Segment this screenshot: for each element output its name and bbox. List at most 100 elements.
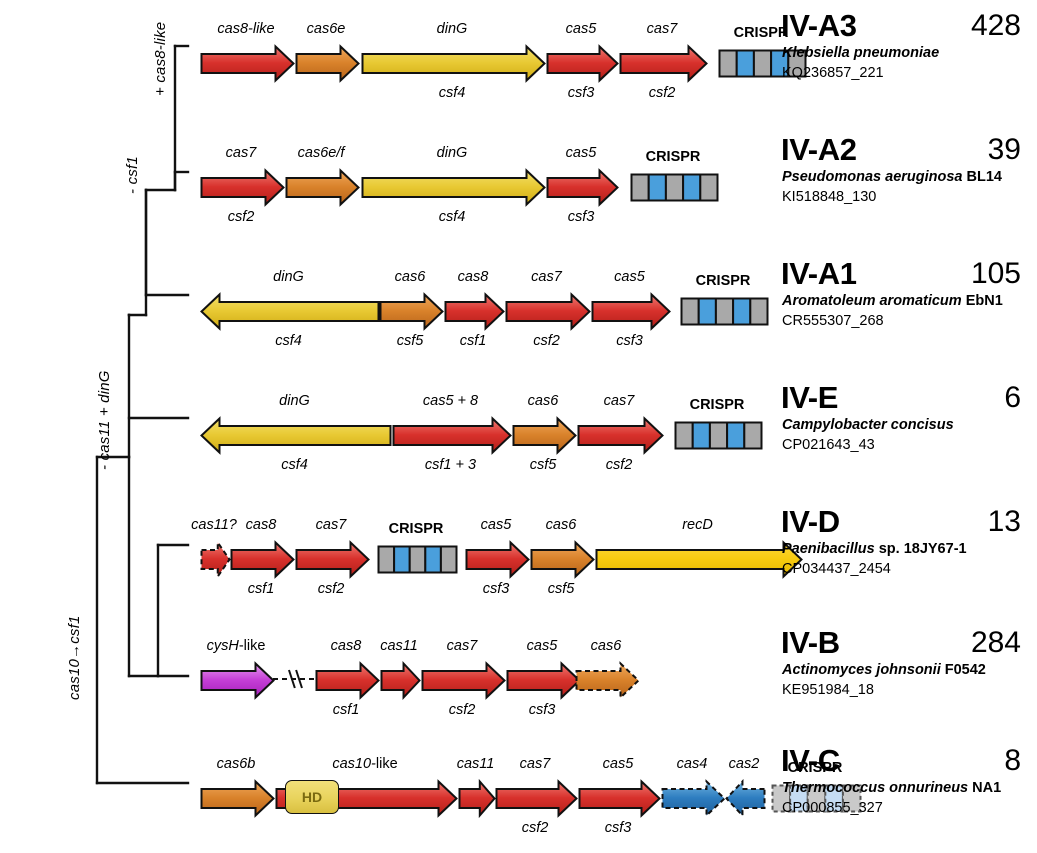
subtype-count: 105 [970, 257, 1021, 290]
hd-domain-box: HD [285, 780, 339, 814]
gene-label-bottom: csf4 [438, 209, 466, 225]
gene-arrow-cas7 [421, 661, 506, 700]
gene-label-bottom: csf1 [459, 333, 487, 349]
gene-arrow-cas7 [577, 416, 664, 455]
gene-label-top: cas5 + 8 [422, 393, 479, 409]
gene-arrow-cas8 [444, 292, 505, 331]
gene-arrow-cas8-like [200, 44, 295, 83]
gene-label-top: cas7 [446, 638, 478, 654]
gene-label-bottom: csf3 [528, 702, 556, 718]
subtype-name: IV-A2 [781, 132, 857, 167]
gene-label-top: dinG [279, 393, 310, 409]
gene-arrow-cas11- [200, 539, 231, 580]
gene-arrow-cas5 [546, 168, 619, 207]
subtype-name: IV-A1 [781, 256, 857, 291]
gene-arrow-cas5 [465, 540, 530, 579]
gene-arrow-cas6 [512, 416, 577, 455]
gene-label-top: cas7 [225, 145, 257, 161]
gene-arrow-cas5 [506, 661, 581, 700]
gene-label-bottom: csf1 [332, 702, 360, 718]
gene-arrow-cas8 [230, 540, 295, 579]
gene-label-top: cas7 [315, 517, 347, 533]
gene-label-top: cas11 [456, 756, 495, 772]
organism-name: Aromatoleum aromaticum EbN1 [782, 293, 1003, 309]
gene-arrow-cas7 [619, 44, 708, 83]
gene-arrow-ding [200, 416, 392, 455]
gene-label-bottom: csf1 + 3 [424, 457, 477, 473]
accession-id: CP034437_2454 [782, 561, 891, 577]
gene-label-top: cas6 [590, 638, 622, 654]
gene-label-top: cas7 [603, 393, 635, 409]
gene-arrow-cas4 [661, 779, 726, 818]
gene-label-top: cas4 [676, 756, 708, 772]
crispr-array [377, 545, 458, 574]
crispr-array [674, 421, 763, 450]
accession-id: CR555307_268 [782, 313, 884, 329]
gene-label-top: cas10-like [332, 756, 398, 772]
gene-label-top: cas7 [646, 21, 678, 37]
subtype-count: 39 [987, 133, 1021, 166]
accession-id: KQ236857_221 [782, 65, 884, 81]
gene-label-bottom: csf4 [438, 85, 466, 101]
gene-label-top: cas5 [526, 638, 558, 654]
gene-label-top: cas6e [306, 21, 346, 37]
gene-arrow-cas7 [495, 779, 578, 818]
accession-id: KE951984_18 [782, 682, 874, 698]
gene-arrow-cas5 [546, 44, 619, 83]
gene-arrow-cas7 [200, 168, 285, 207]
gene-label-top: dinG [273, 269, 304, 285]
gene-label-bottom: csf5 [396, 333, 424, 349]
gene-arrow-cas6 [575, 661, 640, 700]
gene-label-top: cas8 [330, 638, 362, 654]
subtype-name: IV-B [781, 625, 840, 660]
gene-label-top: cas6e/f [297, 145, 345, 161]
gene-arrow-cas6 [530, 540, 595, 579]
subtype-count: 6 [1004, 381, 1021, 414]
gene-arrow-ding [361, 168, 546, 207]
subtype-count: 284 [970, 626, 1021, 659]
gene-label-top: cas11? [191, 517, 237, 533]
gene-label-top: dinG [436, 21, 468, 37]
gene-label-top: cas7 [531, 269, 562, 285]
gene-arrow-cas6e [295, 44, 360, 83]
subtype-name: IV-A3 [781, 8, 857, 43]
subtype-name: IV-C [781, 743, 840, 778]
gene-label-top: cas5 [565, 21, 597, 37]
gene-label-top: recD [682, 517, 713, 533]
gene-label-top: cas8-like [217, 21, 275, 37]
gene-label-top: cas7 [519, 756, 551, 772]
gene-label-bottom: csf1 [247, 581, 275, 597]
crispr-array-label: CRISPR [787, 760, 843, 776]
gene-label-bottom: csf3 [482, 581, 510, 597]
gene-label-top: cas6 [545, 517, 577, 533]
phylogenetic-tree [95, 44, 190, 785]
gene-arrow-recd [595, 540, 803, 579]
gene-arrow-cas7 [295, 540, 370, 579]
gene-label-bottom: csf3 [567, 85, 595, 101]
gene-label-bottom: csf3 [604, 820, 632, 836]
gene-label-bottom: csf2 [227, 209, 255, 225]
crispr-array [718, 49, 807, 78]
subtype-count: 8 [1004, 744, 1021, 777]
gene-label-bottom: csf2 [533, 333, 560, 349]
gene-label-top: cysH-like [206, 638, 266, 654]
gene-label-bottom: csf2 [605, 457, 633, 473]
crispr-array-label: CRISPR [645, 149, 701, 165]
gene-arrow-cysh-like [200, 661, 275, 700]
gene-label-bottom: csf2 [317, 581, 345, 597]
gene-arrow-cas2 [725, 778, 766, 819]
subtype-name: IV-E [781, 380, 838, 415]
organism-name: Campylobacter concisus [782, 417, 954, 433]
gene-label-bottom: csf5 [529, 457, 557, 473]
gene-arrow-ding [361, 44, 546, 83]
gene-label-top: cas5 [602, 756, 634, 772]
gene-label-top: cas8 [245, 517, 277, 533]
gene-label-top: cas8 [457, 269, 489, 285]
gene-label-top: cas2 [728, 756, 760, 772]
